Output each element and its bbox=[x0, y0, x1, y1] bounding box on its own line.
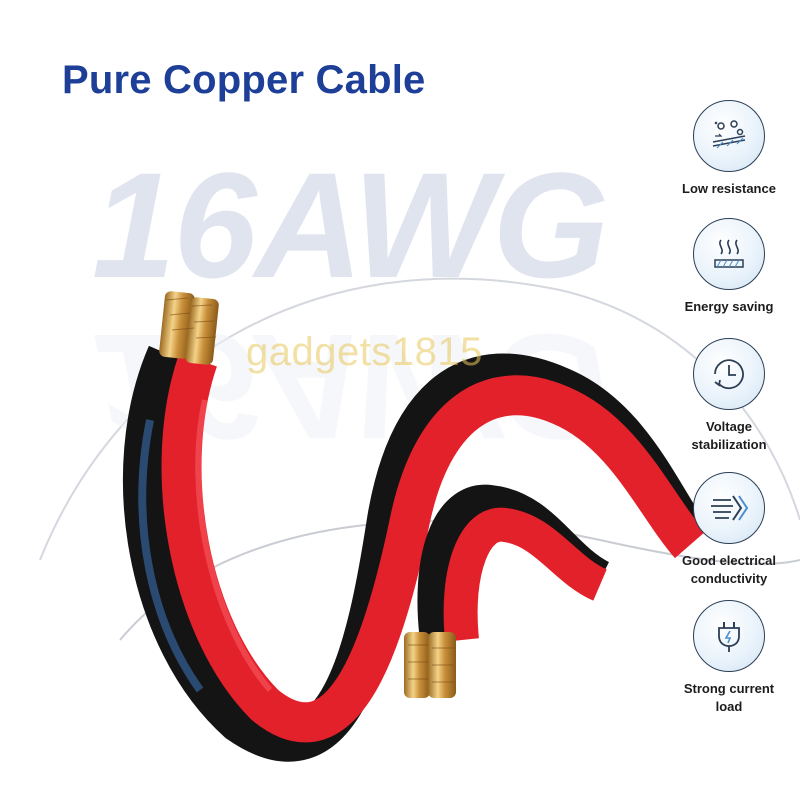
low-resistance-icon bbox=[693, 100, 765, 172]
feature-energy-saving: Energy saving bbox=[664, 218, 794, 316]
energy-saving-icon bbox=[693, 218, 765, 290]
headline: Pure Copper Cable bbox=[62, 58, 426, 102]
feature-label: Good electrical conductivity bbox=[682, 553, 776, 586]
gauge-background-text: 16AWG bbox=[92, 141, 609, 309]
red-wire-end bbox=[443, 507, 608, 642]
feature-label: Low resistance bbox=[682, 181, 776, 196]
copper-end-bottom bbox=[404, 632, 456, 698]
conductivity-icon bbox=[693, 472, 765, 544]
feature-label: Strong current load bbox=[683, 681, 775, 714]
copper-end-top bbox=[159, 291, 219, 365]
feature-low-resistance: Low resistance bbox=[664, 100, 794, 198]
feature-label: Voltage stabilization bbox=[691, 419, 767, 452]
feature-label: Energy saving bbox=[684, 299, 774, 314]
voltage-stabilization-icon bbox=[693, 338, 765, 410]
current-load-icon bbox=[693, 600, 765, 672]
feature-current-load: Strong current load bbox=[664, 600, 794, 716]
feature-voltage-stabilization: Voltage stabilization bbox=[664, 338, 794, 454]
feature-conductivity: Good electrical conductivity bbox=[664, 472, 794, 588]
watermark: gadgets1815 bbox=[246, 330, 483, 374]
red-wire bbox=[161, 353, 706, 743]
